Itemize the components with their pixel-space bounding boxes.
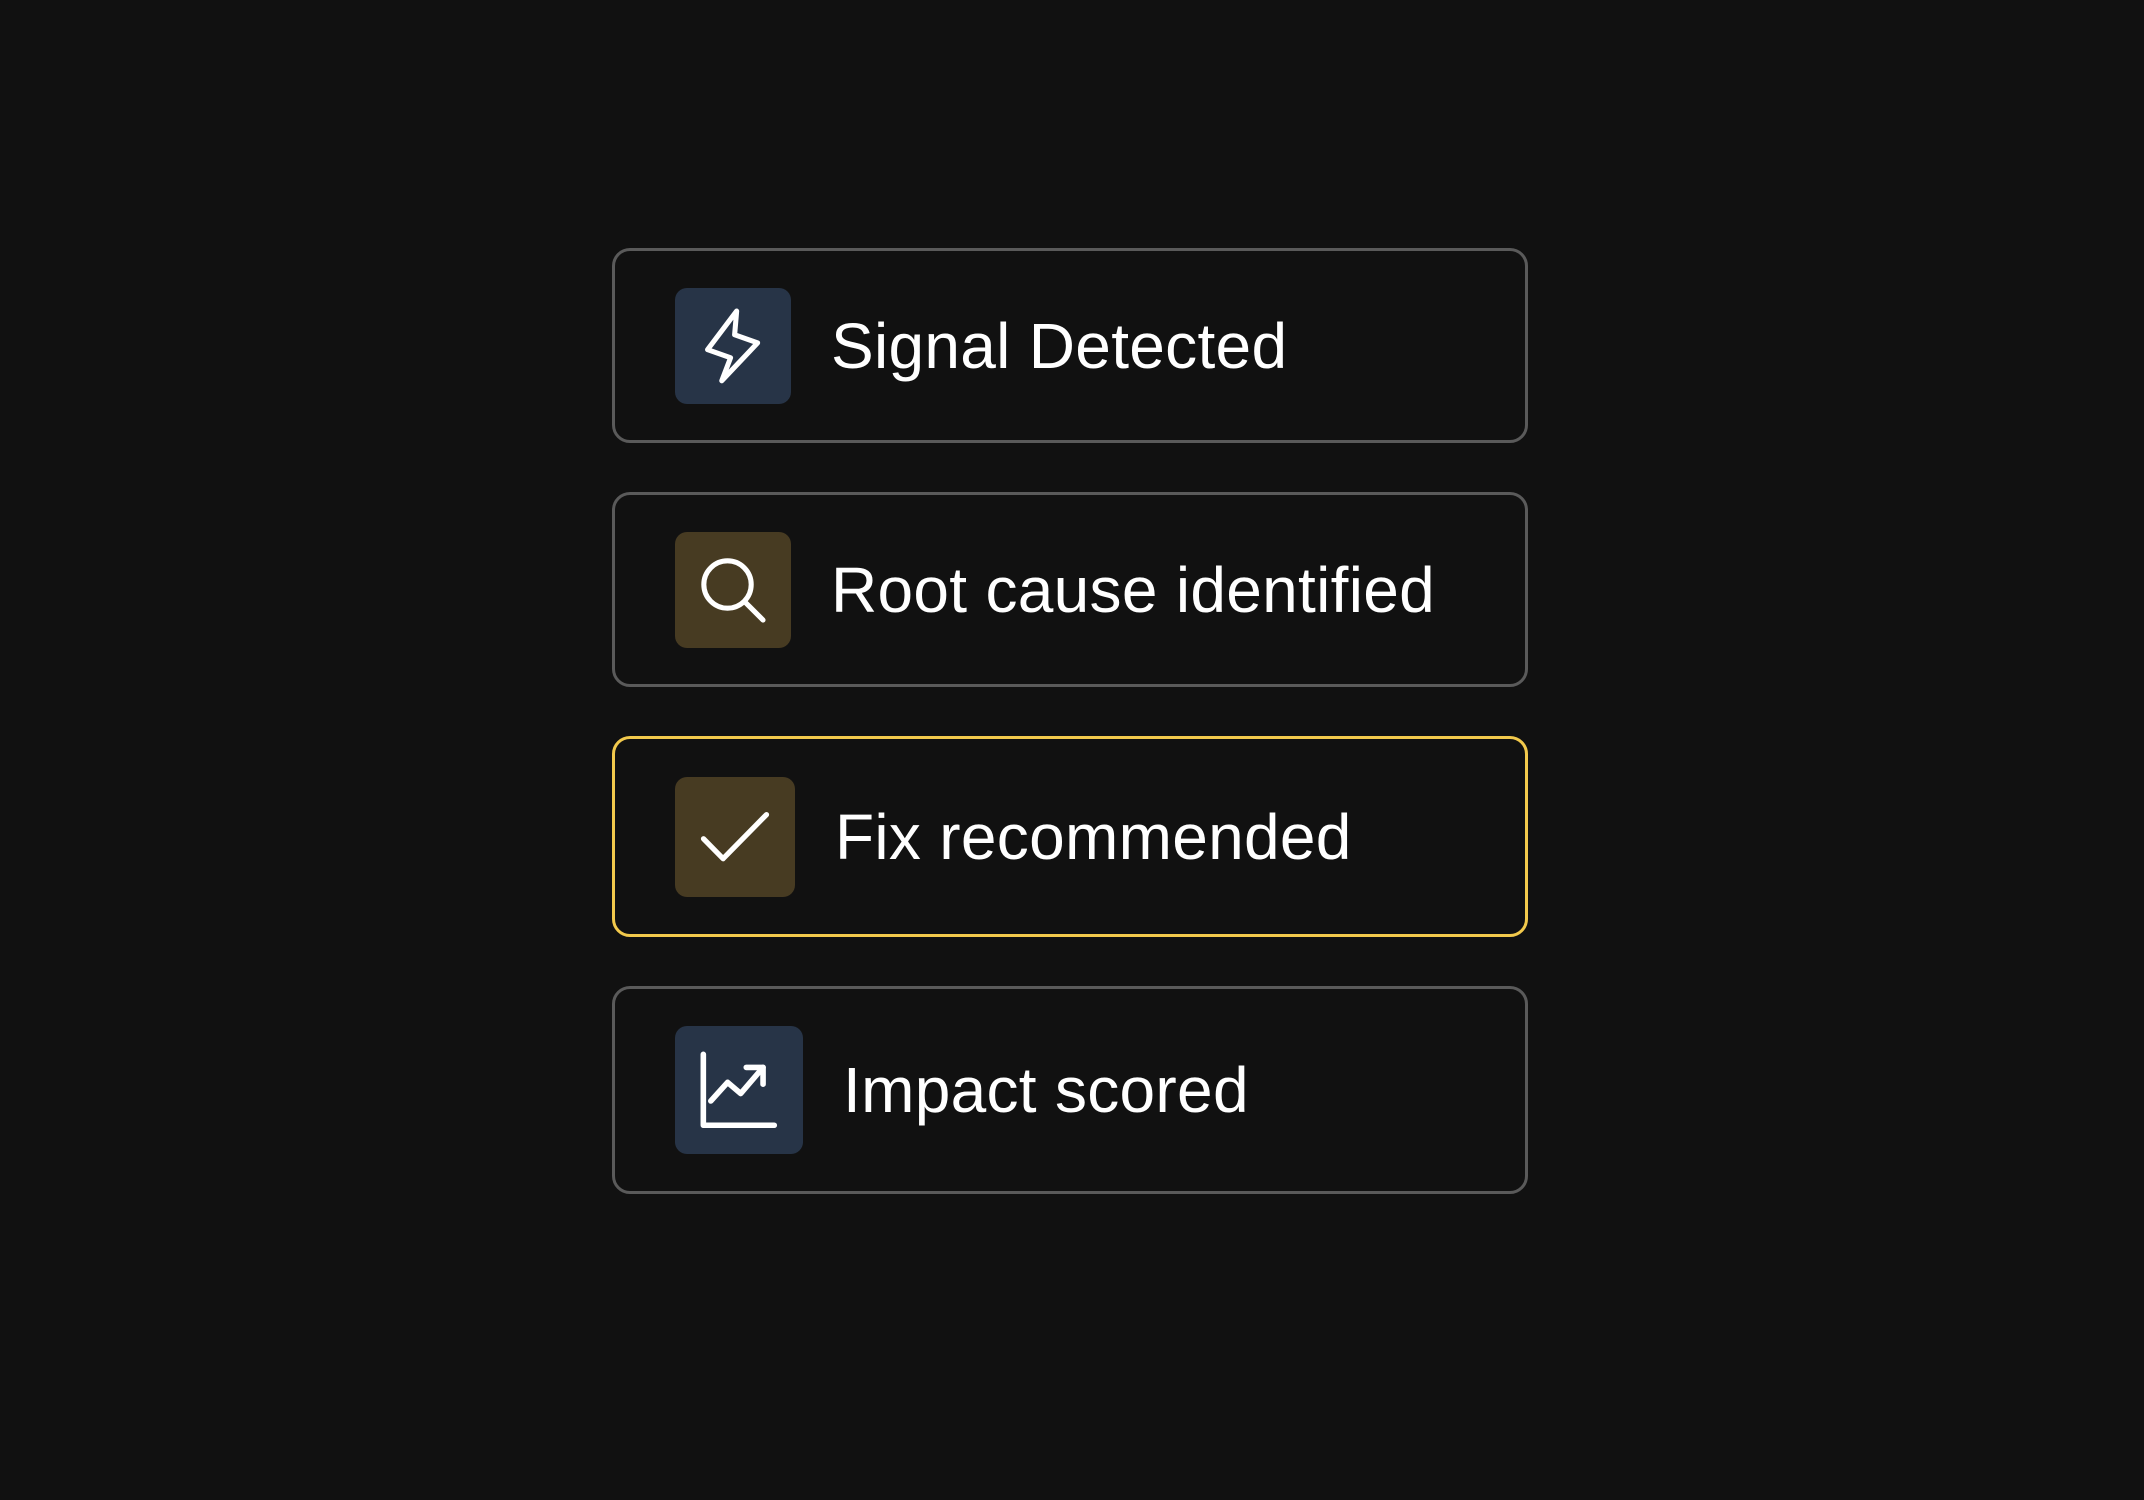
step-root-cause-identified[interactable]: Root cause identified <box>612 492 1528 687</box>
magnifying-glass-icon <box>675 531 791 648</box>
trending-chart-icon <box>675 1026 803 1154</box>
step-label: Signal Detected <box>831 309 1288 382</box>
step-label: Fix recommended <box>835 800 1352 873</box>
pipeline-steps: Signal Detected Root cause identified Fi… <box>612 248 1528 1194</box>
step-label: Root cause identified <box>831 553 1436 626</box>
step-fix-recommended[interactable]: Fix recommended <box>612 736 1528 937</box>
step-label: Impact scored <box>843 1054 1249 1126</box>
lightning-bolt-icon <box>675 287 791 404</box>
checkmark-icon <box>675 776 795 897</box>
step-impact-scored[interactable]: Impact scored <box>612 986 1528 1194</box>
step-signal-detected[interactable]: Signal Detected <box>612 248 1528 443</box>
